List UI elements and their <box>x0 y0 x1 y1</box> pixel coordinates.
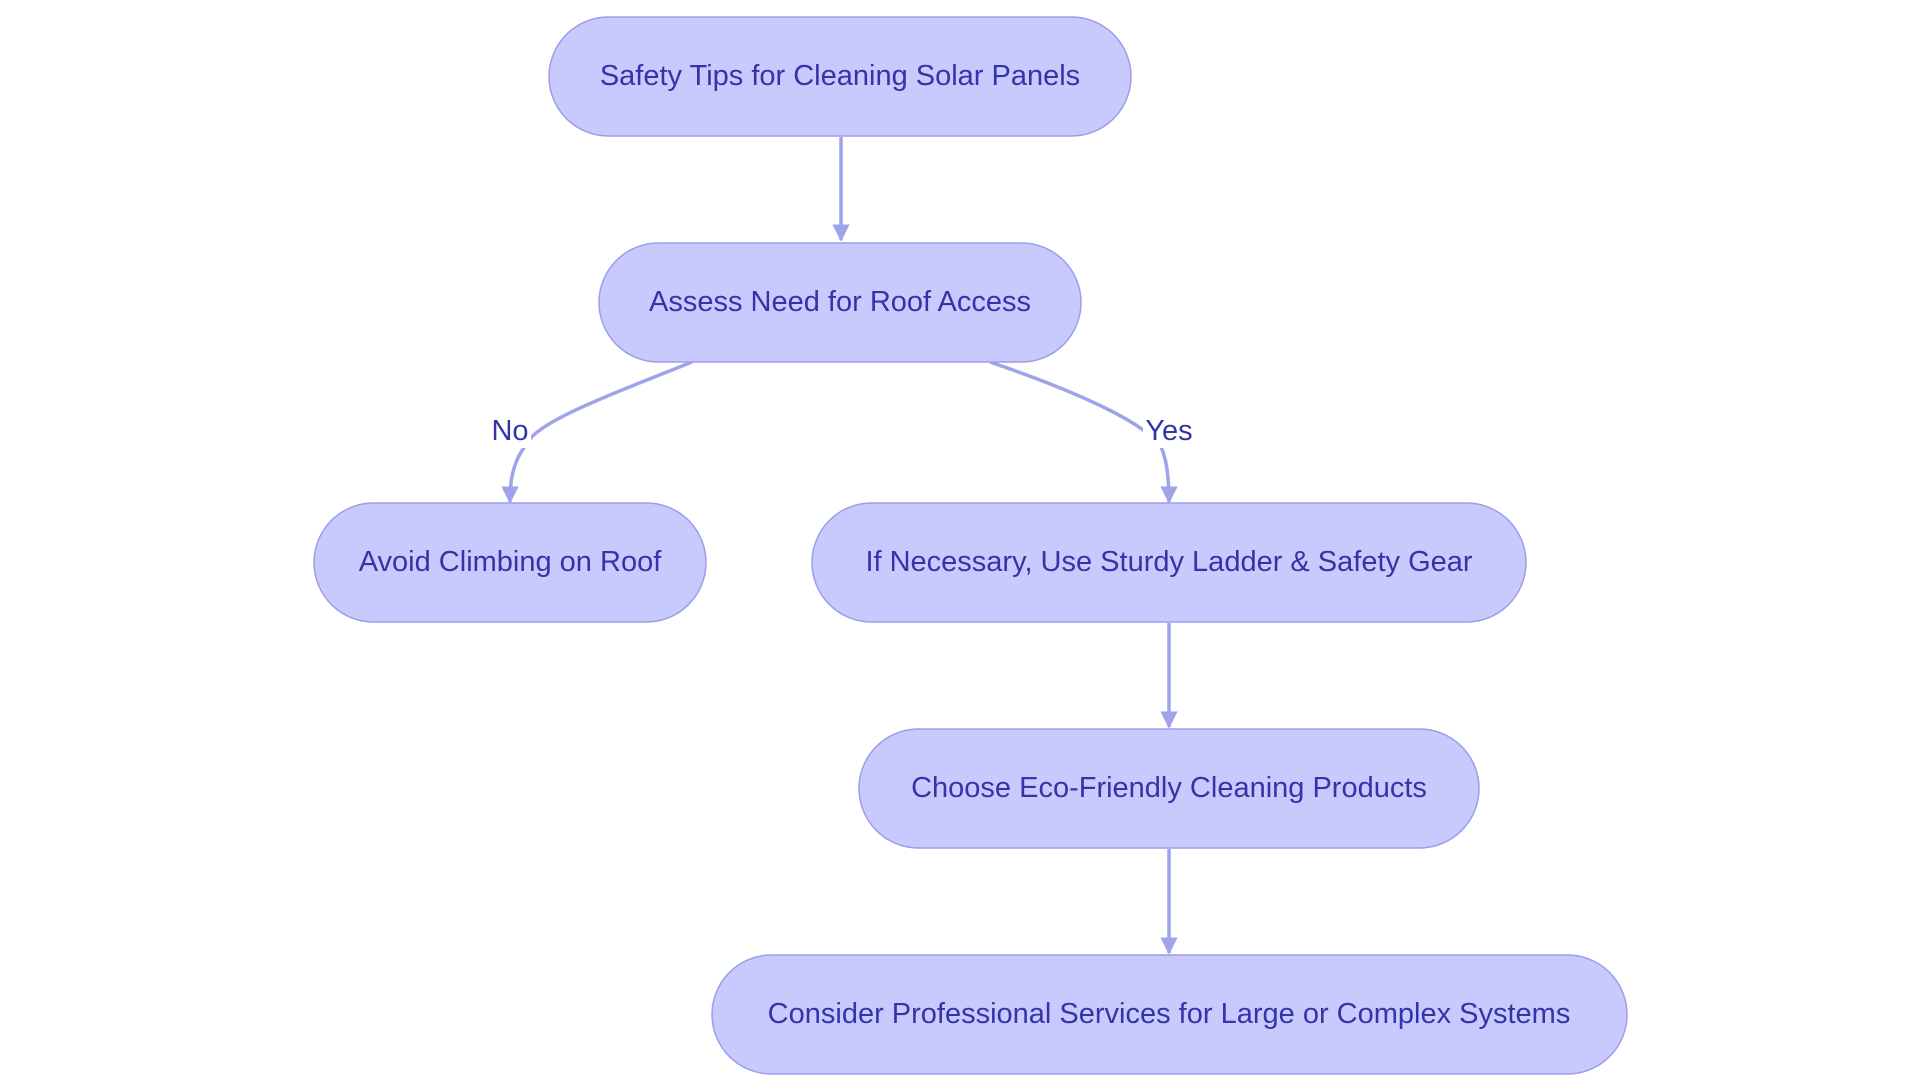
node-use-ladder[interactable]: If Necessary, Use Sturdy Ladder & Safety… <box>811 502 1527 623</box>
node-use-ladder-label: If Necessary, Use Sturdy Ladder & Safety… <box>865 546 1472 578</box>
edge-labels: No Yes <box>489 414 1195 448</box>
node-eco-products[interactable]: Choose Eco-Friendly Cleaning Products <box>858 728 1480 849</box>
node-professional[interactable]: Consider Professional Services for Large… <box>711 954 1628 1075</box>
node-assess-roof[interactable]: Assess Need for Roof Access <box>598 242 1082 363</box>
node-safety-tips-box <box>548 16 1132 137</box>
nodes: Safety Tips for Cleaning Solar Panels As… <box>313 16 1628 1075</box>
node-safety-tips[interactable]: Safety Tips for Cleaning Solar Panels <box>548 16 1132 137</box>
edge-assess-to-avoid <box>501 360 693 504</box>
node-avoid-climbing[interactable]: Avoid Climbing on Roof <box>313 502 707 623</box>
node-eco-products-box <box>858 728 1480 849</box>
edge-label-no: No <box>491 415 528 447</box>
node-eco-products-label: Choose Eco-Friendly Cleaning Products <box>911 772 1427 804</box>
node-professional-box <box>711 954 1628 1075</box>
node-assess-roof-box <box>598 242 1082 363</box>
edge-label-no-bg <box>489 414 531 448</box>
node-avoid-climbing-label: Avoid Climbing on Roof <box>359 546 662 578</box>
node-avoid-climbing-box <box>313 502 707 623</box>
node-professional-label: Consider Professional Services for Large… <box>768 998 1571 1030</box>
node-safety-tips-label: Safety Tips for Cleaning Solar Panels <box>600 60 1080 92</box>
edge-label-yes-bg <box>1143 414 1195 448</box>
edge-assess-to-ladder <box>989 360 1178 504</box>
edge-label-yes: Yes <box>1145 415 1192 447</box>
node-assess-roof-label: Assess Need for Roof Access <box>649 286 1031 318</box>
node-use-ladder-box <box>811 502 1527 623</box>
